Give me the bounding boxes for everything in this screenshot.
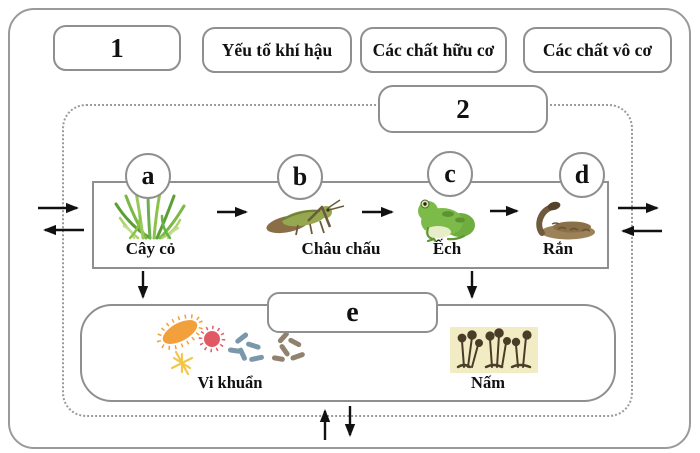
label-frog: Ếch	[432, 239, 462, 258]
frog-icon	[418, 199, 475, 242]
circle-b-label: b	[292, 162, 308, 191]
box-1: 1	[53, 25, 181, 71]
label-grasshopper: Châu chấu	[301, 239, 381, 258]
box-2-label: 2	[456, 93, 470, 124]
box-climate-label: Yếu tố khí hậu	[221, 39, 333, 60]
grasshopper-icon	[266, 199, 345, 236]
circle-c-label: c	[444, 159, 456, 188]
grass-icon	[114, 188, 186, 240]
circle-d: d	[559, 152, 605, 198]
box-1-label: 1	[110, 32, 124, 63]
label-fungi: Nấm	[471, 373, 505, 392]
box-inorganic: Các chất vô cơ	[523, 27, 672, 73]
box-2: 2	[378, 85, 548, 133]
label-snake: Rắn	[542, 239, 574, 258]
box-organic: Các chất hữu cơ	[360, 27, 507, 73]
snake-icon	[536, 201, 595, 240]
bacteria-icon	[156, 314, 305, 376]
circle-a: a	[125, 153, 171, 199]
circle-d-label: d	[574, 160, 590, 189]
box-e-label: e	[346, 296, 359, 328]
box-inorganic-label: Các chất vô cơ	[542, 39, 653, 60]
circle-b: b	[277, 154, 323, 200]
fungi-icon	[450, 327, 538, 373]
outer-frame	[8, 8, 691, 449]
box-climate: Yếu tố khí hậu	[202, 27, 352, 73]
box-organic-label: Các chất hữu cơ	[372, 39, 495, 60]
label-grass: Cây cỏ	[125, 239, 176, 258]
circle-a-label: a	[141, 161, 155, 190]
box-e: e	[267, 292, 438, 333]
label-bacteria: Vi khuẩn	[197, 373, 263, 392]
ecosystem-dashed-frame	[62, 104, 633, 417]
circle-c: c	[427, 151, 473, 197]
